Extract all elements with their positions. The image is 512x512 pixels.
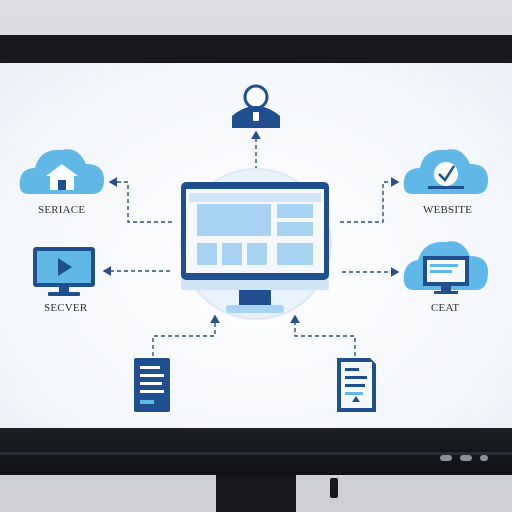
cloud-check-icon <box>403 149 488 194</box>
connector-bottom-right <box>290 314 356 356</box>
connector-top-right <box>340 177 400 223</box>
button-indicator-icon[interactable] <box>460 455 472 461</box>
document-icon <box>134 358 170 412</box>
button-indicator-icon[interactable] <box>480 455 488 461</box>
node-label-website: WEBSITE <box>423 204 473 216</box>
cloud-monitor-icon <box>403 241 488 294</box>
monitor-cable <box>330 478 338 498</box>
connectors <box>102 130 400 356</box>
node-label-secver: SECVER <box>44 302 88 314</box>
cloud-house-icon <box>19 149 104 194</box>
connector-top-left <box>108 177 172 223</box>
node-label-seriace: SERIACE <box>38 204 86 216</box>
user-lock-icon <box>232 84 280 128</box>
monitor-play-icon <box>33 247 95 296</box>
monitor-bottom-bezel <box>0 428 512 475</box>
connector-bottom-left <box>152 314 220 356</box>
computer-monitor-icon <box>181 182 329 313</box>
node-label-ceat: CEAT <box>431 302 460 314</box>
document-icon <box>337 358 376 412</box>
bezel-edge <box>0 452 512 455</box>
button-indicator-icon[interactable] <box>440 455 452 461</box>
monitor-stand <box>216 475 296 512</box>
